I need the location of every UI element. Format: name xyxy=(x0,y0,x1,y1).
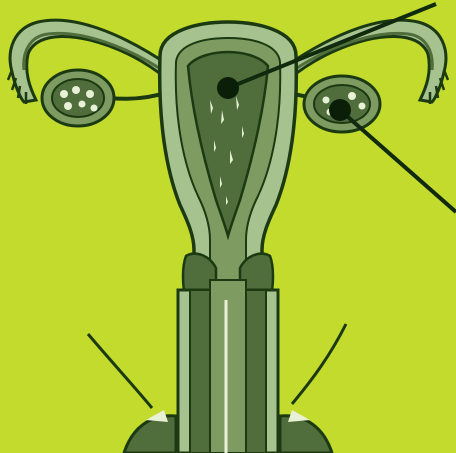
left-ovary xyxy=(42,70,114,126)
pointer-dot-uterus xyxy=(217,77,239,99)
pointer-line-ovary xyxy=(340,110,456,212)
vaginal-lumen xyxy=(210,280,246,453)
right-lower-muscle xyxy=(280,416,332,453)
right-tissue-highlight xyxy=(288,410,310,422)
pointer-dot-ovary xyxy=(329,99,351,121)
left-tissue-highlight xyxy=(146,410,168,422)
left-pelvic-line xyxy=(88,334,152,408)
right-pelvic-line xyxy=(292,324,346,404)
left-lower-muscle xyxy=(124,416,176,453)
